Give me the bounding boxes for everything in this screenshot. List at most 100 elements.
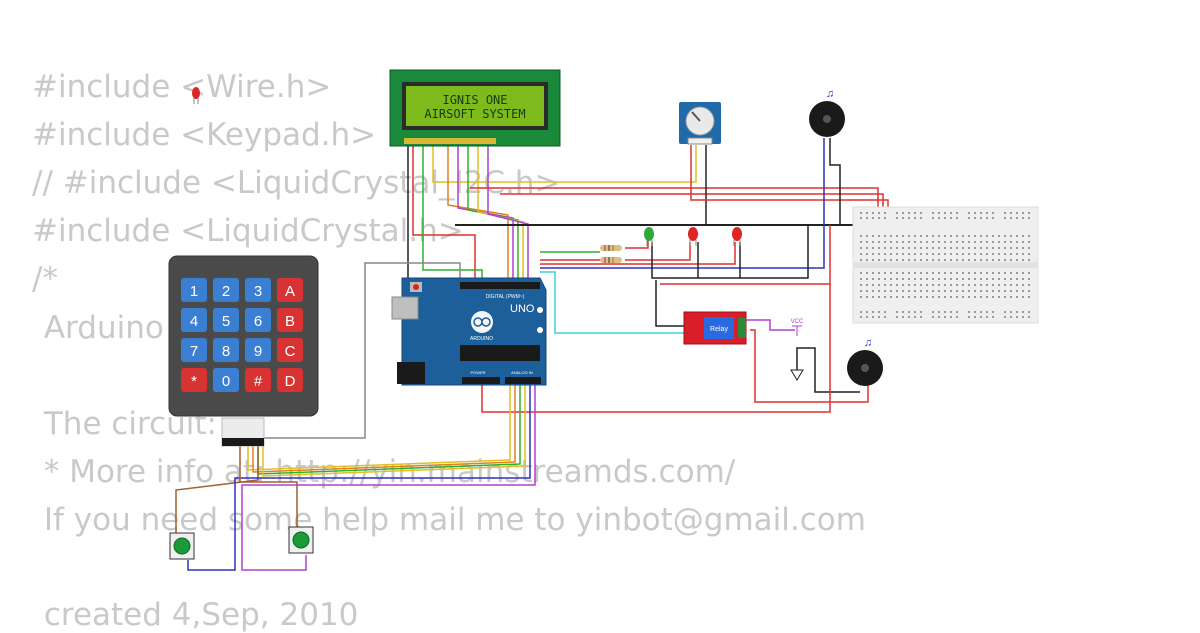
- breadboard-hole: [1016, 212, 1018, 214]
- breadboard-hole: [1016, 259, 1018, 261]
- breadboard-hole: [980, 247, 982, 249]
- breadboard-hole: [1028, 217, 1030, 219]
- keypad-key[interactable]: [277, 308, 303, 332]
- breadboard-hole: [956, 284, 958, 286]
- keypad-key[interactable]: [277, 338, 303, 362]
- breadboard-hole: [938, 311, 940, 313]
- breadboard-hole: [980, 253, 982, 255]
- keypad-key[interactable]: [245, 338, 271, 362]
- breadboard-hole: [1004, 259, 1006, 261]
- breadboard-hole: [920, 296, 922, 298]
- keypad-key[interactable]: [181, 278, 207, 302]
- breadboard-hole: [872, 311, 874, 313]
- breadboard-hole: [914, 259, 916, 261]
- potentiometer[interactable]: [679, 102, 721, 145]
- breadboard-hole: [932, 296, 934, 298]
- breadboard-hole: [962, 247, 964, 249]
- breadboard-hole: [878, 235, 880, 237]
- breadboard-hole: [914, 235, 916, 237]
- relay-label: Relay: [710, 326, 728, 333]
- keypad-key[interactable]: [277, 278, 303, 302]
- breadboard-hole: [908, 212, 910, 214]
- breadboard-hole: [908, 272, 910, 274]
- breadboard-hole: [920, 290, 922, 292]
- keypad-key[interactable]: [213, 368, 239, 392]
- breadboard-hole: [992, 278, 994, 280]
- keypad-key[interactable]: [213, 278, 239, 302]
- keypad-key[interactable]: [181, 368, 207, 392]
- breadboard-hole: [962, 284, 964, 286]
- breadboard-hole: [926, 235, 928, 237]
- breadboard-hole: [974, 311, 976, 313]
- keypad-key-label: 1: [190, 283, 198, 300]
- breadboard-hole: [926, 278, 928, 280]
- breadboard-hole: [866, 316, 868, 318]
- breadboard-hole: [914, 241, 916, 243]
- wire-button1-a: [175, 440, 259, 533]
- keypad-key[interactable]: [213, 338, 239, 362]
- breadboard-hole: [866, 311, 868, 313]
- keypad-key-label: 0: [222, 373, 230, 390]
- breadboard-hole: [1028, 235, 1030, 237]
- wire-relay-vcc: [660, 225, 831, 285]
- keypad-key[interactable]: [245, 368, 271, 392]
- breadboard-hole: [938, 259, 940, 261]
- breadboard-hole: [860, 296, 862, 298]
- breadboard-hole: [920, 316, 922, 318]
- buzzer-2-note-icon: ♫: [864, 337, 872, 349]
- breadboard-hole: [902, 316, 904, 318]
- keypad-key[interactable]: [181, 338, 207, 362]
- wire-keypad-2: [252, 385, 516, 473]
- breadboard-hole: [932, 241, 934, 243]
- breadboard-hole: [860, 278, 862, 280]
- breadboard-hole: [950, 235, 952, 237]
- push-button-1[interactable]: [169, 532, 195, 560]
- breadboard-hole: [974, 235, 976, 237]
- wire-button2-a: [239, 440, 298, 527]
- push-button-2[interactable]: [288, 526, 314, 554]
- breadboard-hole: [1022, 278, 1024, 280]
- breadboard-hole: [980, 212, 982, 214]
- keypad-key[interactable]: [277, 368, 303, 392]
- breadboard-hole: [1010, 290, 1012, 292]
- breadboard-hole: [920, 212, 922, 214]
- breadboard-hole: [980, 316, 982, 318]
- keypad-key[interactable]: [245, 308, 271, 332]
- breadboard-hole: [896, 316, 898, 318]
- breadboard-hole: [950, 290, 952, 292]
- wire-resistor-led1: [625, 240, 649, 249]
- breadboard-hole: [878, 247, 880, 249]
- breadboard-hole: [884, 247, 886, 249]
- breadboard-hole: [1028, 253, 1030, 255]
- breadboard-hole: [980, 278, 982, 280]
- breadboard-hole: [866, 272, 868, 274]
- breadboard-hole: [1022, 284, 1024, 286]
- breadboard-hole: [974, 212, 976, 214]
- keypad-key[interactable]: [181, 308, 207, 332]
- keypad-key[interactable]: [245, 278, 271, 302]
- breadboard-hole: [968, 290, 970, 292]
- breadboard-hole: [956, 241, 958, 243]
- breadboard-hole: [1022, 241, 1024, 243]
- breadboard-hole: [872, 241, 874, 243]
- breadboard-hole: [980, 272, 982, 274]
- breadboard-hole: [896, 253, 898, 255]
- breadboard-hole: [992, 212, 994, 214]
- wire-buzzer1-gnd: [829, 138, 841, 225]
- breadboard-hole: [1004, 316, 1006, 318]
- wire-relay-vcc-sym: [746, 319, 795, 331]
- breadboard-hole: [956, 278, 958, 280]
- breadboard-hole: [1022, 311, 1024, 313]
- breadboard-hole: [986, 272, 988, 274]
- wire-keypad-4: [262, 385, 526, 477]
- breadboard-hole: [986, 290, 988, 292]
- buzzer-2: ♫: [847, 337, 883, 386]
- breadboard-hole: [968, 247, 970, 249]
- keypad-key[interactable]: [213, 308, 239, 332]
- breadboard-hole: [938, 284, 940, 286]
- led-red-small-icon: [192, 87, 200, 104]
- digital-label: DIGITAL (PWM~): [486, 294, 525, 300]
- breadboard-hole: [902, 247, 904, 249]
- power-header: [462, 377, 500, 384]
